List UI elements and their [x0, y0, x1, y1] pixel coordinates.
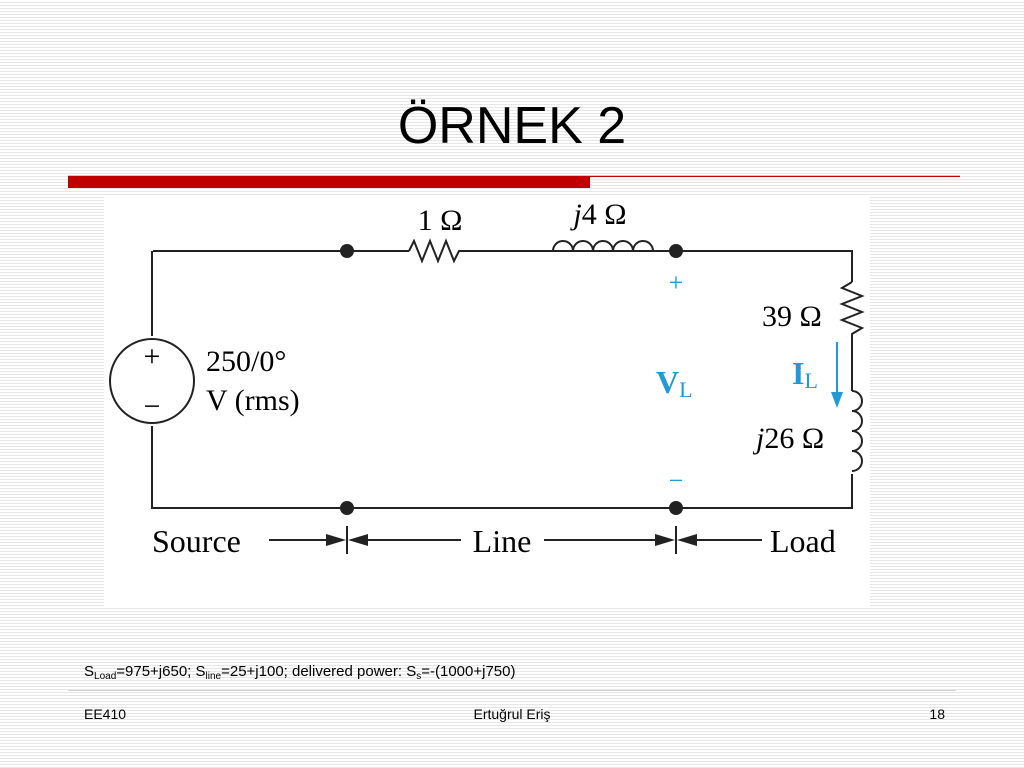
source-angle: /0° [251, 345, 286, 378]
power-note: SLoad=975+j650; Sline=25+j100; delivered… [84, 663, 515, 682]
line-inductor-j: j [569, 198, 581, 231]
nodes [340, 244, 683, 515]
line-inductor-value: 4 Ω [582, 198, 627, 231]
source-minus-label: − [144, 390, 161, 423]
vl-label: VL [656, 364, 693, 402]
note-text-1: =975+j650; S [116, 663, 206, 680]
node-bottom-left [340, 501, 354, 515]
title-rule-red [68, 176, 590, 188]
source-value-label: 250/0° [206, 345, 286, 378]
section-line-label: Line [473, 523, 532, 559]
note-sub-line: line [205, 671, 222, 682]
footer-rule [68, 690, 956, 691]
il-subscript: L [804, 368, 817, 393]
load-resistor-label: 39 Ω [762, 300, 822, 333]
section-load-label: Load [770, 523, 836, 559]
footer-course: EE410 [84, 706, 127, 722]
node-bottom-right [669, 501, 683, 515]
line-arrowhead-right [655, 534, 675, 546]
il-label: IL [792, 355, 818, 393]
slide-title: ÖRNEK 2 [397, 97, 627, 155]
resistor-load-zigzag [839, 281, 865, 338]
vl-minus-label: − [669, 466, 684, 495]
footer-author: Ertuğrul Eriş [473, 706, 551, 722]
source-unit-label: V (rms) [206, 384, 300, 417]
node-top-right [669, 244, 683, 258]
vl-plus-label: + [669, 268, 684, 297]
inductor-line-coil [552, 240, 676, 252]
circuit-figure: + − 1 Ω j4 Ω 250/0° V (rms) + VL − 39 Ω … [104, 196, 870, 608]
note-text-2: =25+j100; delivered power: S [221, 663, 417, 680]
load-inductor-label: j26 Ω [752, 422, 824, 455]
line-arrowhead-left [348, 534, 368, 546]
title-rule-gray [68, 175, 960, 176]
note-text-3: =-(1000+j750) [421, 663, 516, 680]
section-source-label: Source [152, 523, 241, 559]
resistor-line-zigzag [408, 238, 463, 264]
source-arrowhead [326, 534, 346, 546]
inductor-load-coil [851, 390, 863, 472]
il-symbol: I [792, 355, 804, 391]
source-magnitude: 250 [206, 345, 251, 378]
load-inductor-value: 26 Ω [764, 422, 824, 455]
node-top-left [340, 244, 354, 258]
load-inductor-j: j [752, 422, 764, 455]
il-arrow [831, 342, 843, 408]
section-markers [269, 526, 762, 554]
source-circle [109, 338, 195, 424]
note-s-load: S [84, 663, 95, 680]
note-sub-s: s [416, 671, 422, 682]
load-arrowhead [677, 534, 697, 546]
vl-subscript: L [679, 377, 692, 402]
line-inductor-label: j4 Ω [569, 198, 626, 231]
vl-symbol: V [656, 364, 679, 400]
circuit-diagram: + − 1 Ω j4 Ω 250/0° V (rms) + VL − 39 Ω … [109, 198, 865, 559]
title-rule-red-thin [590, 176, 960, 177]
wire-right-bottom [151, 426, 853, 509]
source-plus-label: + [144, 340, 161, 373]
note-sub-load: Load [94, 671, 117, 682]
footer-page-number: 18 [929, 706, 945, 722]
line-resistor-label: 1 Ω [418, 204, 463, 237]
wire-top-mid [463, 250, 853, 282]
